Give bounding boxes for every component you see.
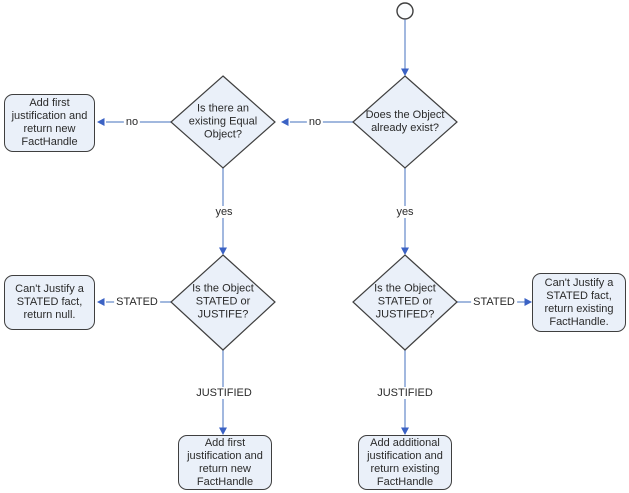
edge-label-justified-left: JUSTIFIED <box>194 387 254 399</box>
decision-object-exists-label: Does the Object already exist? <box>365 109 445 134</box>
decision-stated-justifed-label: Is the Object STATED or JUSTIFED? <box>374 282 436 321</box>
process-add-first-justification-top: Add first justification and return new F… <box>4 94 95 152</box>
edge-label-justified-right: JUSTIFIED <box>375 387 435 399</box>
arrowhead-down-icon <box>401 427 409 435</box>
decision-equal-object-label: Is there an existing Equal Object? <box>188 102 258 141</box>
decision-object-exists-shape <box>352 75 458 169</box>
edge-label-stated-left: STATED <box>114 296 160 308</box>
start-node <box>396 2 414 20</box>
process-cant-justify-return-existing: Can't Justify a STATED fact, return exis… <box>532 273 626 332</box>
arrowhead-down-icon <box>401 68 409 76</box>
decision-stated-justife-label: Is the Object STATED or JUSTIFE? <box>192 282 254 321</box>
arrowhead-left-icon <box>97 118 105 126</box>
arrowhead-down-icon <box>219 427 227 435</box>
decision-stated-justifed-shape <box>352 254 458 351</box>
process-add-first-justification-bottom: Add first justification and return new F… <box>178 435 272 490</box>
process-add-additional-justification: Add additional justification and return … <box>358 435 452 490</box>
edge-label-yes-right: yes <box>394 206 416 218</box>
edge-label-no-left: no <box>123 116 141 128</box>
arrowhead-right-icon <box>524 298 532 306</box>
arrowhead-left-icon <box>281 118 289 126</box>
process-cant-justify-return-null: Can't Justify a STATED fact, return null… <box>4 275 95 330</box>
edge-label-stated-right: STATED <box>471 296 517 308</box>
arrowhead-down-icon <box>401 247 409 255</box>
decision-equal-object-shape <box>170 75 276 169</box>
edge-label-yes-left: yes <box>213 206 235 218</box>
decision-stated-justife-shape <box>170 254 276 351</box>
arrowhead-left-icon <box>97 298 105 306</box>
arrowhead-down-icon <box>219 247 227 255</box>
edge-label-no-right: no <box>306 116 324 128</box>
